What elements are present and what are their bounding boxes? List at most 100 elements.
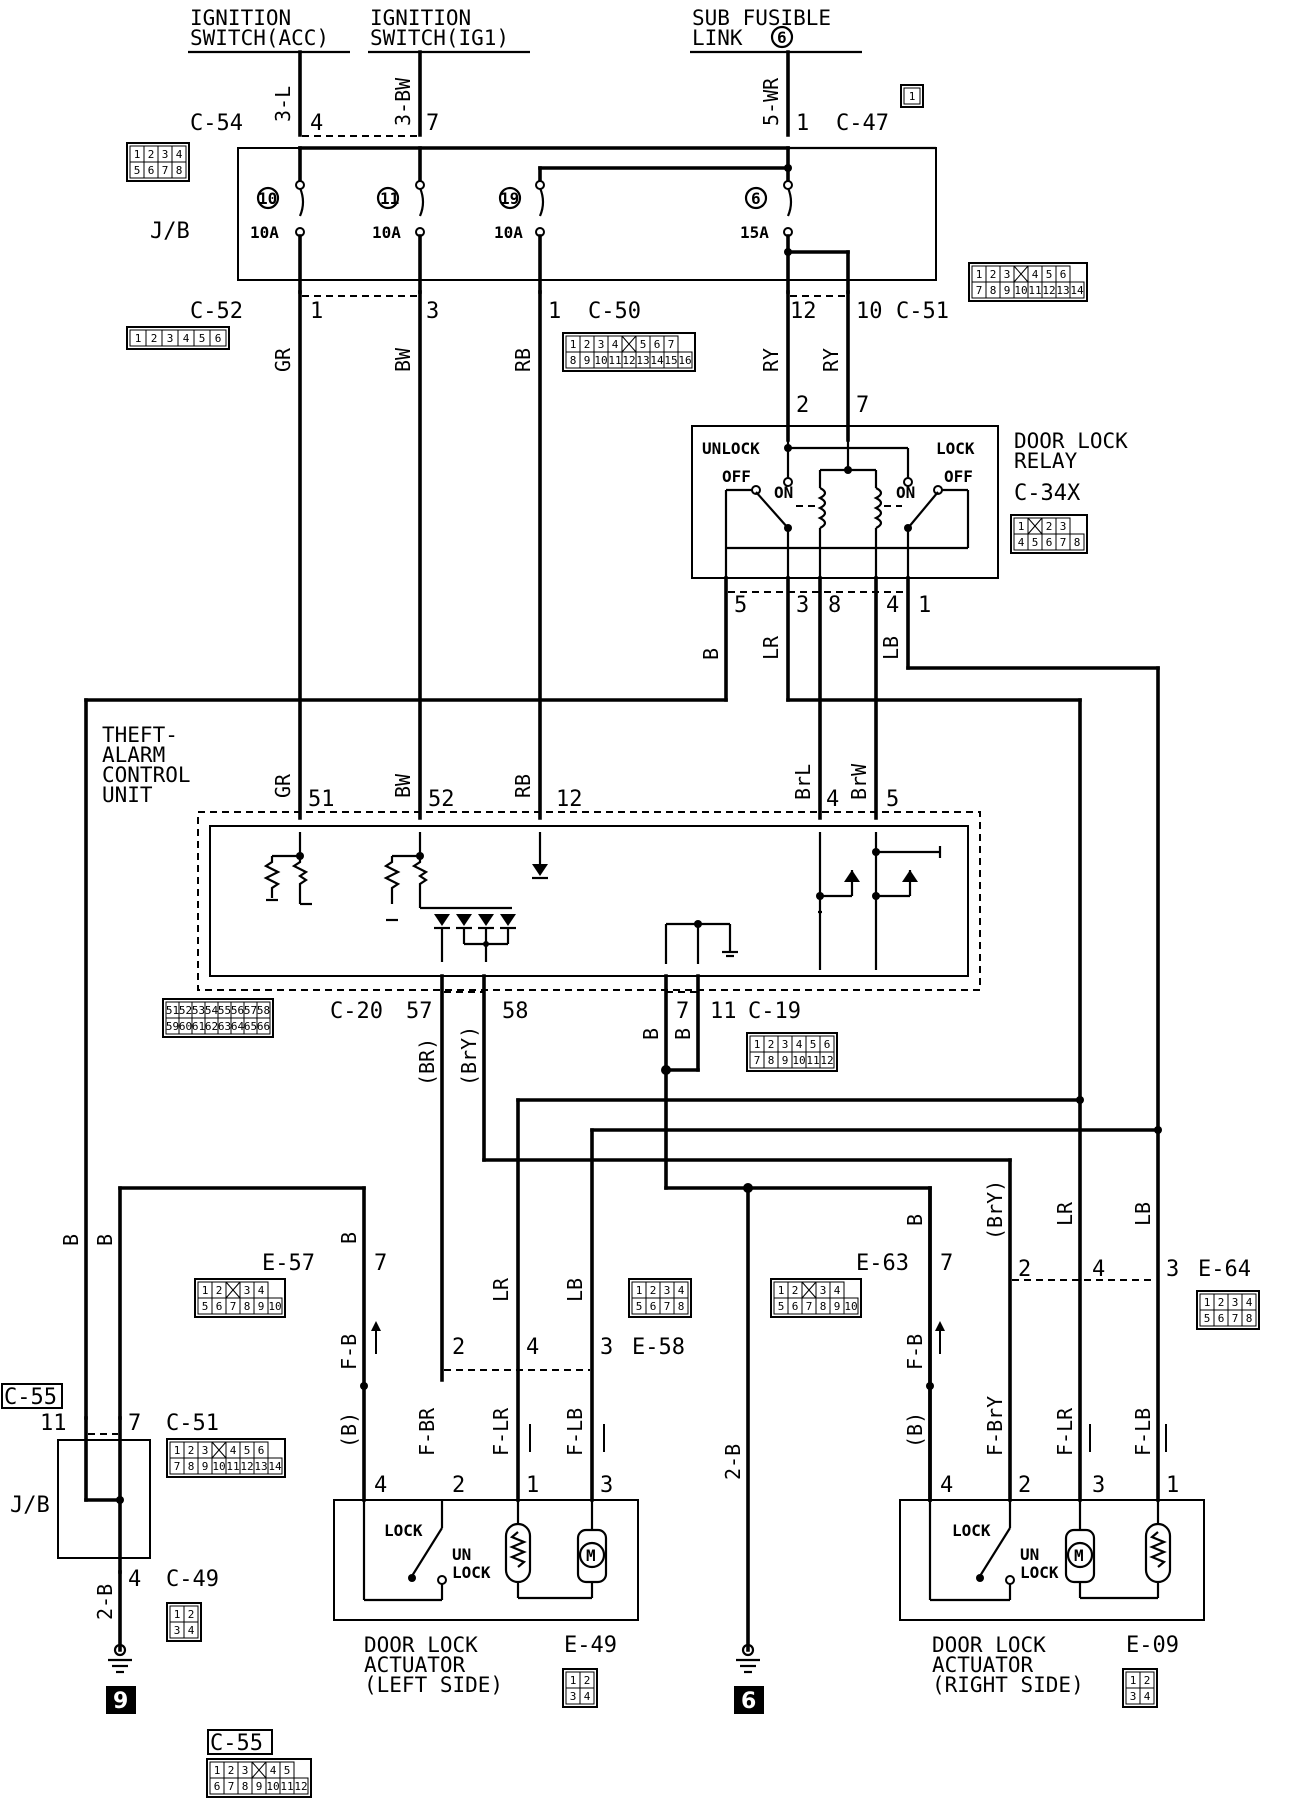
pin-c54-4: 4 — [310, 111, 323, 136]
connector-pin-number: 5 — [1046, 268, 1053, 281]
pin-theft-58: 58 — [502, 999, 529, 1024]
act-right-title-2: ACTUATOR — [932, 1653, 1034, 1677]
pin-theft-52: 52 — [428, 787, 455, 812]
theft-title-3: CONTROL — [102, 763, 191, 787]
pin-jb-4: 4 — [128, 1567, 141, 1592]
wire-label-LB58: LB — [563, 1278, 587, 1302]
connector-pin-number: 8 — [990, 284, 997, 297]
connector-pin-number: 1 — [778, 1284, 785, 1297]
fuse-10-rating: 10A — [250, 223, 279, 242]
conn-c51-label: C-51 — [896, 299, 949, 324]
act-right-title-1: DOOR LOCK — [932, 1633, 1046, 1657]
connector-pin-number: 10 — [266, 1780, 279, 1793]
connector-pin-number: 3 — [1130, 1690, 1137, 1703]
relay-off1: OFF — [722, 467, 751, 486]
wire-label-BR: (BR) — [415, 1038, 439, 1086]
connector-pin-number: 4 — [1032, 268, 1039, 281]
connector-pin-number: 1 — [976, 268, 983, 281]
pin-c50-1: 1 — [548, 299, 561, 324]
connector-pin-number: 3 — [1004, 268, 1011, 281]
connector-pin-number: 4 — [584, 1690, 591, 1703]
connector-pin-number: 8 — [1246, 1312, 1253, 1325]
connector-pin-number: 61 — [192, 1020, 205, 1033]
fuse-10: 10 10A — [250, 146, 305, 294]
wire-label-RY1: RY — [759, 348, 783, 372]
ign-ig1-line1: IGNITION — [370, 6, 471, 30]
connector-pin-number: 1 — [909, 90, 916, 103]
connector-pin-number: 13 — [1056, 284, 1069, 297]
wire-label-B57: B — [337, 1232, 361, 1244]
pin-relay-8: 8 — [828, 593, 841, 618]
connector-pin-number: 2 — [1218, 1296, 1225, 1309]
fuse-19-rating: 10A — [494, 223, 523, 242]
pin-c51-12: 12 — [790, 299, 817, 324]
diode-bank — [434, 914, 516, 962]
junction-block-bottom: C-55 11 7 C-51 J/B 4 C-49 2-B — [1, 1383, 219, 1652]
wire-BrY-58: (BrY) — [457, 974, 1012, 1502]
connector-pin-number: 2 — [228, 1764, 235, 1777]
pin-relay-7: 7 — [856, 393, 869, 418]
connector-pin-number: 5 — [1204, 1312, 1211, 1325]
connector-pin-number: 7 — [174, 1460, 181, 1473]
act-right-unlock: LOCK — [1020, 1563, 1059, 1582]
wire-label-2B2: 2-B — [721, 1444, 745, 1480]
connector-pin-number: 4 — [176, 148, 183, 161]
fuse-10-num: 10 — [258, 189, 277, 208]
connector-pin-number: 3 — [782, 1038, 789, 1051]
connector-face-c47: 1 — [900, 84, 924, 108]
sub-fusible-number: 6 — [777, 28, 787, 47]
connector-pin-number: 2 — [650, 1284, 657, 1297]
connector-pin-number: 7 — [230, 1300, 237, 1313]
connector-pin-number: 5 — [284, 1764, 291, 1777]
connector-pin-number: 63 — [218, 1020, 231, 1033]
connector-pin-number: 6 — [792, 1300, 799, 1313]
wire-label-RY2: RY — [819, 348, 843, 372]
conn-e09-label: E-09 — [1126, 1633, 1179, 1658]
connector-pin-number: 15 — [664, 354, 677, 367]
wire-label-FB2: F-B — [903, 1334, 927, 1370]
ground-9-label: 9 — [113, 1689, 128, 1714]
connector-pin-number: 6 — [824, 1038, 831, 1051]
conn-e58-label: E-58 — [632, 1335, 685, 1360]
connector-pin-number: 3 — [1232, 1296, 1239, 1309]
connector-pin-number: 9 — [258, 1300, 265, 1313]
connector-pin-number: 1 — [570, 1674, 577, 1687]
pin-c52-3: 3 — [426, 299, 439, 324]
pin-e64-4: 4 — [1092, 1257, 1105, 1282]
wire-label-GR: GR — [271, 347, 295, 372]
connector-pin-number: 16 — [678, 354, 691, 367]
wire-BW: BW — [391, 290, 422, 820]
connector-pin-number: 4 — [230, 1444, 237, 1457]
wire-label-Bl2: B — [93, 1234, 117, 1246]
conn-c19-label: C-19 — [748, 999, 801, 1024]
conn-c54-label: C-54 — [190, 111, 243, 136]
connector-pin-number: 2 — [584, 1674, 591, 1687]
connector-pin-number: 55 — [218, 1004, 231, 1017]
act-left-un: UN — [452, 1545, 471, 1564]
wire-label-FBrY: F-BrY — [983, 1396, 1007, 1456]
pin-e64-3: 3 — [1166, 1257, 1179, 1282]
connector-pin-number: 2 — [990, 268, 997, 281]
wire-label-FLR2: F-LR — [1053, 1407, 1077, 1456]
wire-label-LR64: LR — [1053, 1201, 1077, 1226]
pin-jb-7: 7 — [128, 1411, 141, 1436]
pin-act-right-3: 3 — [1092, 1473, 1105, 1498]
wire-label-BrL: BrL — [791, 764, 815, 800]
act-left-lock: LOCK — [384, 1521, 423, 1540]
connector-pin-number: 7 — [664, 1300, 671, 1313]
connector-pin-number: 51 — [166, 1004, 179, 1017]
connector-pin-number: 6 — [216, 1300, 223, 1313]
pin-c51-10: 10 — [856, 299, 883, 324]
wire-GR: GR — [271, 290, 302, 820]
wire-label-BW2: BW — [391, 773, 415, 798]
connector-pin-number: 8 — [820, 1300, 827, 1313]
pin-act-right-4: 4 — [940, 1473, 953, 1498]
